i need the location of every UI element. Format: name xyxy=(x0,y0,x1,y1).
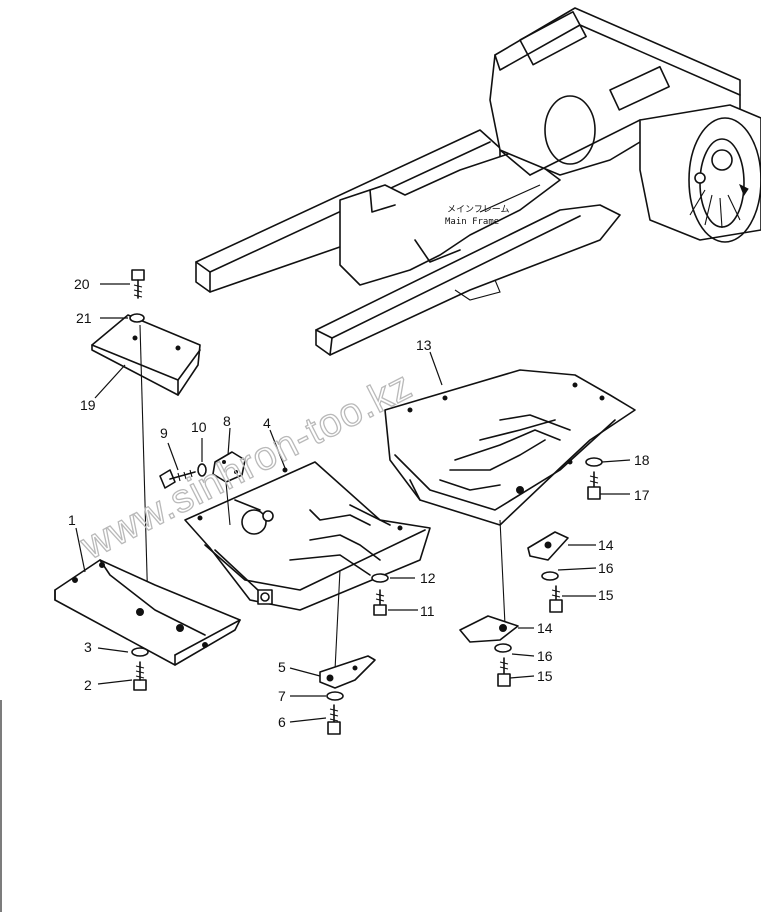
callout-19: 19 xyxy=(80,397,96,413)
callout-17: 17 xyxy=(634,487,650,503)
part-21-washer xyxy=(129,313,145,323)
callout-1: 1 xyxy=(68,512,76,528)
part-2-bolt xyxy=(133,661,147,691)
part-13-guard xyxy=(384,369,636,526)
main-frame-label: メインフレーム Main Frame xyxy=(445,184,541,227)
part-8-cover xyxy=(212,451,246,526)
part-18-washer xyxy=(585,457,603,467)
callout-13: 13 xyxy=(416,337,432,353)
part-17-bolt xyxy=(587,471,601,500)
callout-16-upper: 16 xyxy=(598,560,614,576)
part-1-plate xyxy=(54,559,241,666)
part-6-bolt xyxy=(327,704,341,735)
callout-numbers: 20 21 19 9 10 8 4 1 3 2 5 7 6 12 11 13 1… xyxy=(68,276,650,730)
callout-12: 12 xyxy=(420,570,436,586)
leader-lines xyxy=(75,283,631,723)
callout-11: 11 xyxy=(420,603,435,619)
part-16-washer-upper xyxy=(541,571,559,581)
part-15-bolt-lower xyxy=(497,657,511,687)
part-12-washer xyxy=(371,573,389,583)
assembly-line-13-14 xyxy=(499,519,506,626)
callout-18: 18 xyxy=(634,452,650,468)
callout-3: 3 xyxy=(84,639,92,655)
callout-2: 2 xyxy=(84,677,92,693)
part-10-washer xyxy=(197,463,207,477)
callout-9: 9 xyxy=(160,425,168,441)
part-16-washer-lower xyxy=(494,643,512,653)
part-15-bolt-upper xyxy=(549,585,563,613)
part-19-block xyxy=(91,314,201,396)
part-3-washer xyxy=(131,647,149,657)
callout-14-upper: 14 xyxy=(598,537,614,553)
part-7-washer xyxy=(326,691,344,701)
callout-8: 8 xyxy=(223,413,231,429)
callout-7: 7 xyxy=(278,688,286,704)
main-frame-label-jp: メインフレーム xyxy=(447,204,509,215)
part-4-guard xyxy=(184,461,431,611)
assembly-line-19-1 xyxy=(139,324,149,611)
callout-6: 6 xyxy=(278,714,286,730)
main-frame xyxy=(195,7,761,356)
callout-15-upper: 15 xyxy=(598,587,614,603)
part-14-bracket-upper xyxy=(527,531,569,561)
callout-16-lower: 16 xyxy=(537,648,553,664)
callout-15-lower: 15 xyxy=(537,668,553,684)
main-frame-label-en: Main Frame xyxy=(445,217,499,227)
callout-14-lower: 14 xyxy=(537,620,553,636)
callout-10: 10 xyxy=(191,419,207,435)
callout-5: 5 xyxy=(278,659,286,675)
assembly-line-4-5 xyxy=(334,569,341,671)
part-9-bolt xyxy=(159,469,196,489)
callout-21: 21 xyxy=(76,310,92,326)
part-20-bolt xyxy=(131,269,145,299)
part-14-bracket-lower xyxy=(459,615,519,643)
callout-4: 4 xyxy=(263,415,271,431)
part-5-bracket xyxy=(319,655,376,689)
callout-20: 20 xyxy=(74,276,90,292)
part-11-bolt xyxy=(373,589,387,616)
